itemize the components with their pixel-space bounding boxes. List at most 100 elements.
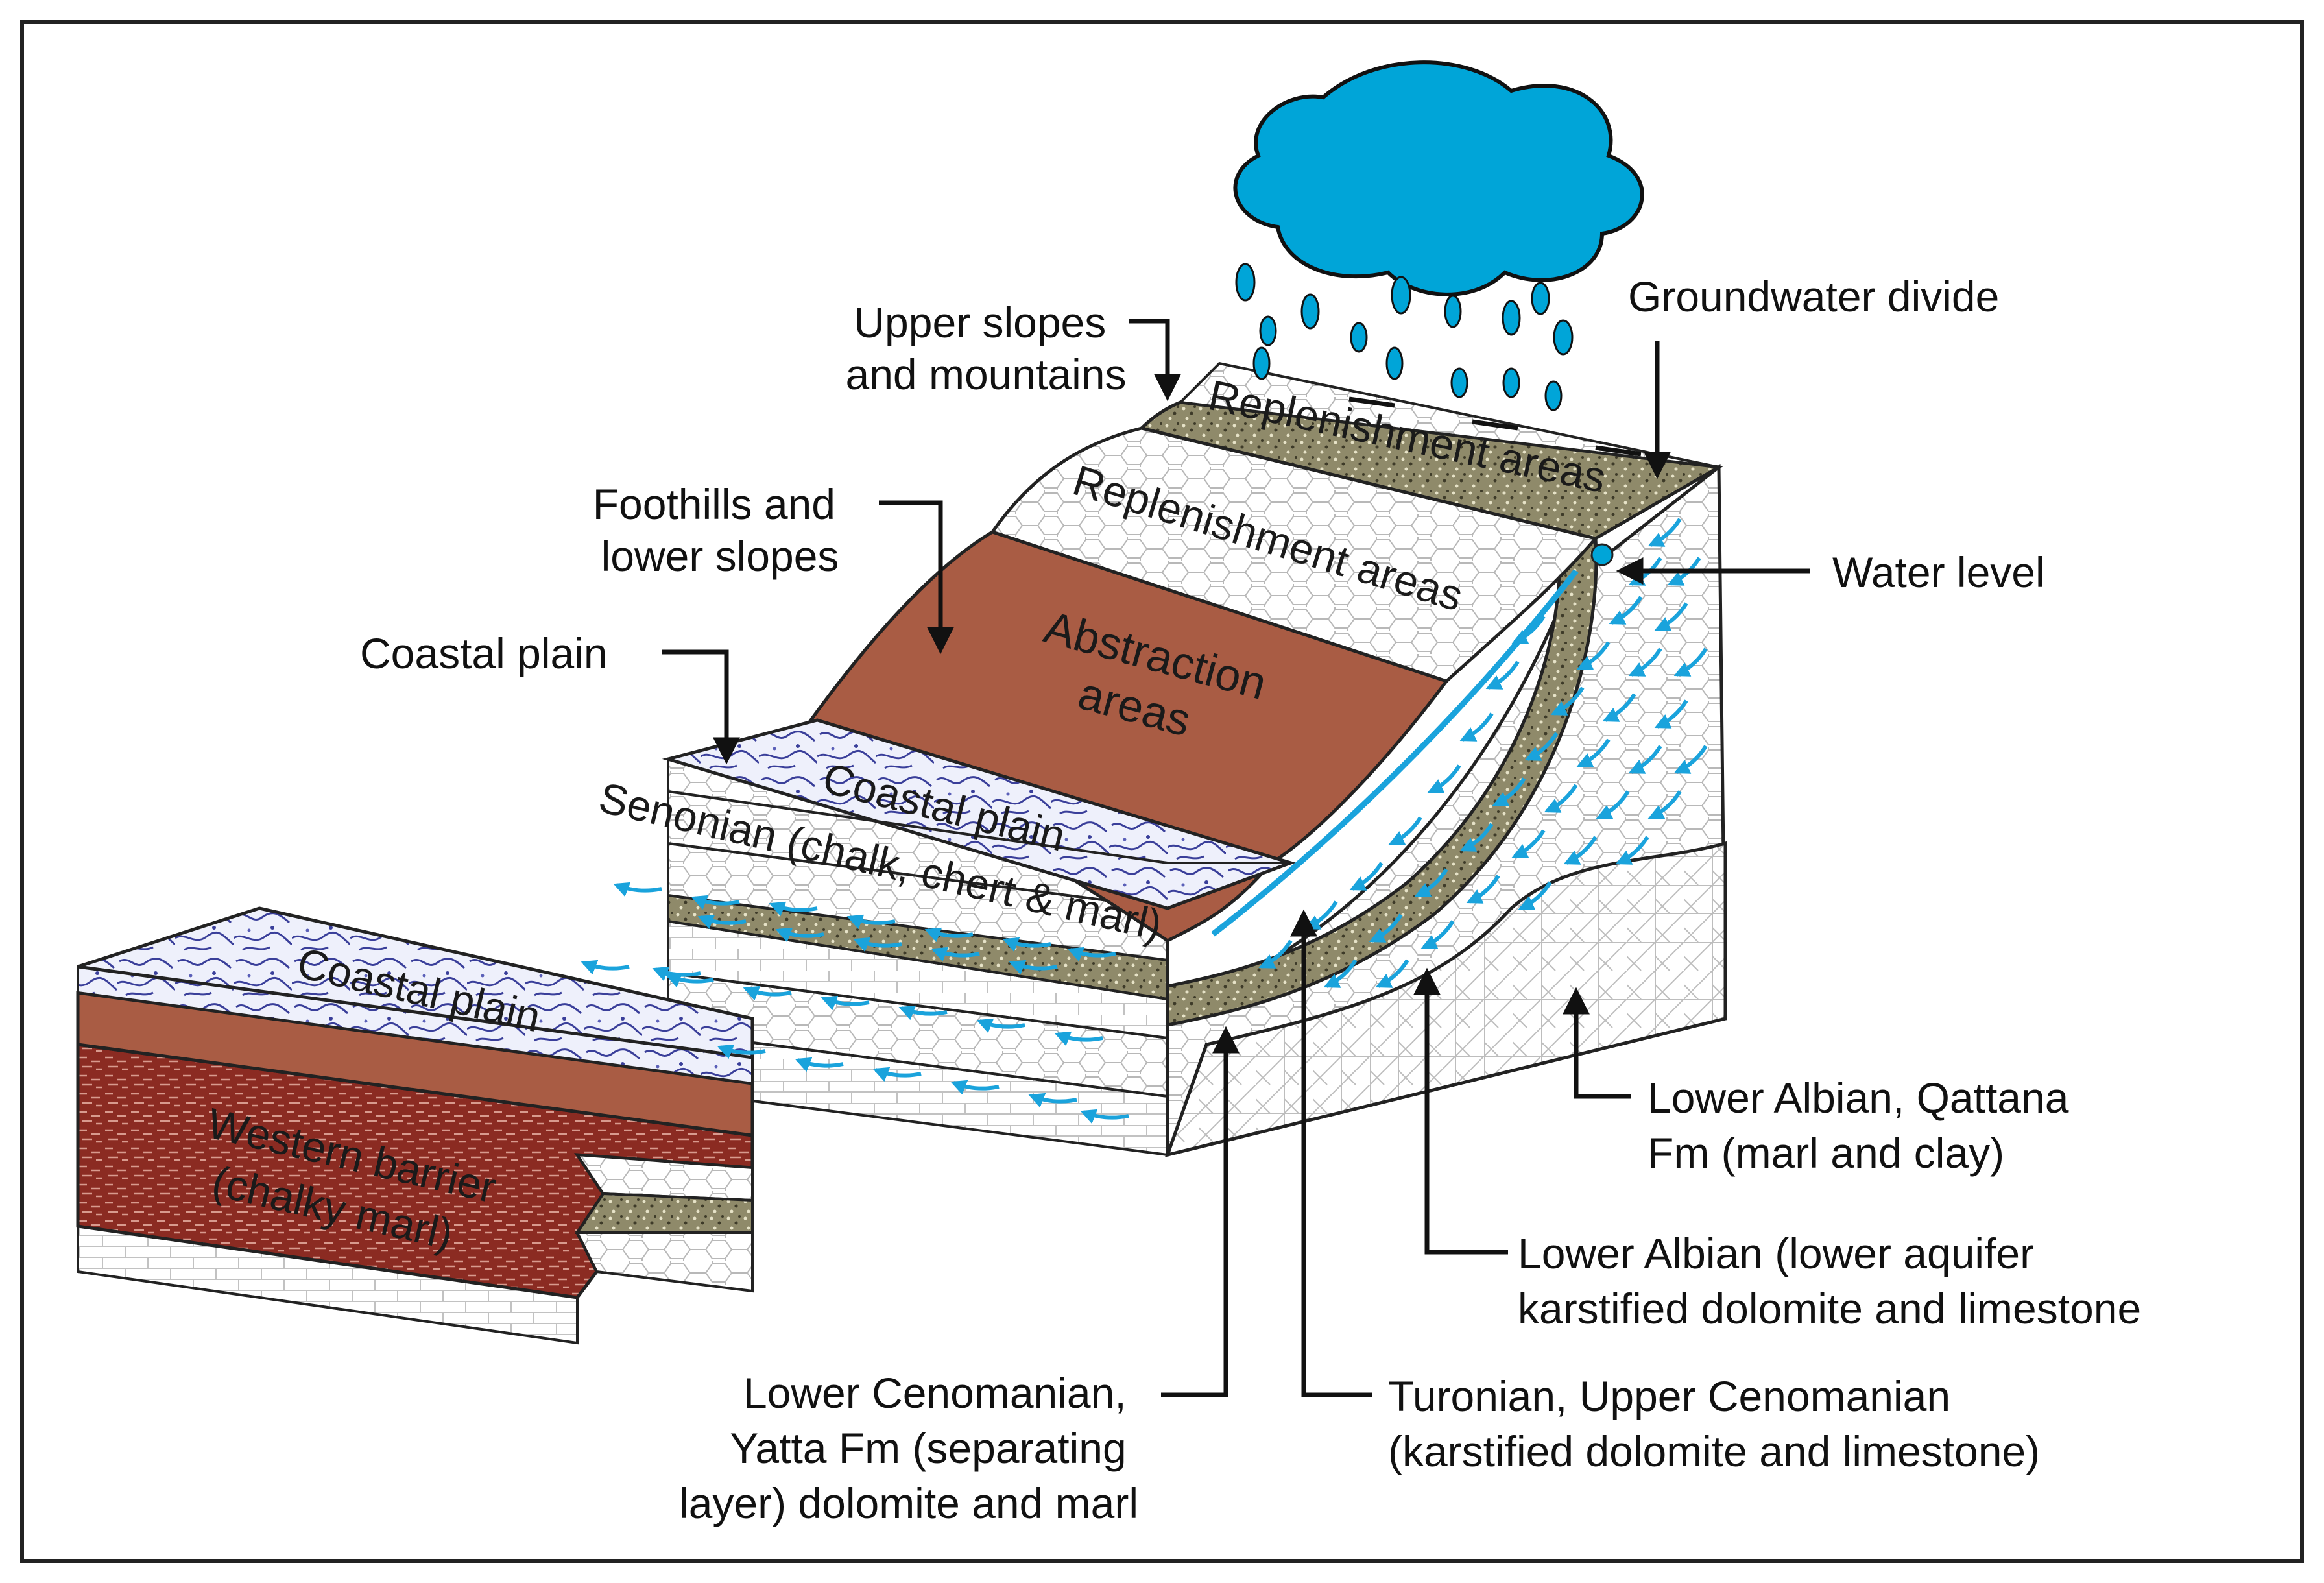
- flow-arrow-icon: [1576, 641, 1611, 670]
- raindrop-icon: [1553, 319, 1574, 356]
- raindrop-icon: [1502, 367, 1520, 398]
- flow-arrow-icon: [1388, 816, 1422, 845]
- leader-foothills: [879, 500, 954, 655]
- flow-arrow-icon: [1323, 959, 1358, 988]
- raindrop-icon: [1252, 346, 1271, 380]
- flow-arrow-icon: [769, 901, 818, 917]
- flow-arrow-icon: [872, 1067, 922, 1082]
- lower-albian-qattana-layer: [1165, 841, 1727, 1157]
- flow-arrow-icon: [931, 947, 980, 962]
- coastal-plain-main-edge: [667, 759, 1291, 910]
- flow-arrow-icon: [1009, 960, 1058, 975]
- leader-coastal-plain: [662, 649, 740, 765]
- label-water-level: Water level: [1832, 548, 2045, 596]
- label-upper-slopes: Upper slopes and mountains: [846, 298, 1127, 398]
- label-foothills: Foothills and lower slopes: [593, 480, 848, 580]
- flow-arrow-icon: [1511, 615, 1546, 644]
- raindrops: [1235, 263, 1642, 457]
- flow-arrow-icon: [1375, 959, 1409, 988]
- raindrop-icon: [1385, 346, 1404, 380]
- western-coastal-top: [77, 906, 754, 1059]
- flow-arrow-icon: [581, 960, 630, 975]
- label-qattana: Lower Albian, Qattana Fm (marl and clay): [1647, 1074, 2081, 1177]
- flow-arrow-icon: [1369, 913, 1403, 943]
- flow-arrow-icon: [775, 927, 824, 943]
- label-lower-albian-aquifer: Lower Albian (lower aquifer karstified d…: [1518, 1229, 2141, 1333]
- flow-arrow-icon: [1596, 790, 1630, 819]
- western-step-yatta: [575, 1192, 754, 1234]
- recharge-mark: [1595, 445, 1642, 457]
- flow-arrow-icon: [1524, 732, 1559, 761]
- flow-arrow-icon: [1420, 920, 1455, 949]
- flow-arrow-icon: [924, 927, 974, 943]
- flow-arrow-icon: [665, 973, 714, 988]
- flow-arrow-icon: [717, 1044, 766, 1059]
- flow-arrow-icon: [1028, 1093, 1077, 1108]
- raindrop-icon: [1531, 282, 1550, 315]
- flow-arrow-icon: [950, 1080, 1000, 1095]
- flow-arrow-icon: [1414, 868, 1448, 897]
- flow-arrow-icon: [1427, 764, 1461, 793]
- rain-cloud-icon: [1233, 60, 1644, 296]
- raindrop-icon: [1350, 322, 1368, 353]
- flow-arrow-icon: [691, 895, 740, 910]
- flow-arrow-icon: [697, 914, 747, 930]
- raindrop-icon: [1391, 276, 1411, 315]
- western-block: [76, 906, 754, 1345]
- leader-turonian: [1290, 909, 1372, 1397]
- flow-arrow-icon: [846, 914, 896, 930]
- leader-qattana: [1563, 987, 1631, 1099]
- flow-arrow-icon: [1002, 937, 1051, 952]
- western-step-lower: [575, 1231, 754, 1293]
- raindrop-icon: [1444, 295, 1462, 328]
- flow-arrow-icon: [652, 966, 701, 982]
- flow-arrow-icon: [1673, 745, 1708, 774]
- flow-arrow-icon: [1550, 686, 1585, 716]
- raindrop-icon: [1450, 367, 1468, 398]
- flow-arrow-icon: [1258, 939, 1293, 969]
- flow-arrow-icon: [853, 937, 902, 952]
- groundwater-flow-arrows: [581, 518, 1708, 1124]
- flow-arrow-icon: [1673, 647, 1708, 677]
- flow-arrow-icon: [1459, 823, 1494, 852]
- flow-arrow-icon: [1492, 777, 1526, 806]
- raindrop-icon: [1259, 315, 1277, 346]
- flow-arrow-icon: [1349, 862, 1384, 891]
- flow-arrow-icon: [976, 1018, 1025, 1033]
- flow-arrow-icon: [821, 995, 870, 1011]
- flow-arrow-icon: [1466, 875, 1500, 904]
- flow-arrow-icon: [898, 1005, 948, 1021]
- yatta-separating-band: [1166, 537, 1598, 1028]
- flow-arrow-icon: [1067, 947, 1116, 962]
- water-level-marker: [1590, 543, 1614, 566]
- flow-arrow-icon: [1615, 836, 1649, 865]
- flow-arrow-icon: [1628, 745, 1662, 774]
- recharge-mark: [1472, 419, 1518, 431]
- flow-arrow-icon: [743, 985, 792, 1001]
- flow-arrow-icon: [1459, 712, 1494, 742]
- flow-arrow-icon: [1647, 790, 1682, 819]
- flow-arrow-icon: [1654, 602, 1688, 631]
- label-turonian: Turonian, Upper Cenomanian (karstified d…: [1388, 1372, 2040, 1475]
- flow-arrow-icon: [1485, 660, 1520, 690]
- callout-labels: Upper slopes and mountains Foothills and…: [360, 272, 2141, 1527]
- mountain-top-surface: [1177, 361, 1719, 468]
- flow-arrow-icon: [1602, 693, 1636, 722]
- flow-arrow-icon: [1609, 596, 1643, 625]
- flow-arrow-icon: [1054, 1031, 1103, 1046]
- recharge-mark: [1348, 396, 1395, 408]
- flow-arrow-icon: [1544, 784, 1578, 813]
- flow-arrow-icon: [1654, 699, 1688, 729]
- label-lower-cenomanian: Lower Cenomanian, Yatta Fm (separating l…: [679, 1369, 1138, 1527]
- label-groundwater-divide: Groundwater divide: [1628, 272, 1999, 320]
- flow-arrow-icon: [1563, 836, 1598, 865]
- flow-arrow-icon: [1647, 518, 1682, 547]
- raindrop-icon: [1235, 263, 1256, 302]
- leader-upper-slopes: [1129, 319, 1181, 402]
- flow-arrow-icon: [1511, 829, 1546, 858]
- leader-cenomanian: [1161, 1026, 1240, 1397]
- flow-arrow-icon: [1576, 738, 1611, 767]
- flow-arrow-icon: [1080, 1109, 1129, 1124]
- leader-lower-albian: [1413, 967, 1508, 1255]
